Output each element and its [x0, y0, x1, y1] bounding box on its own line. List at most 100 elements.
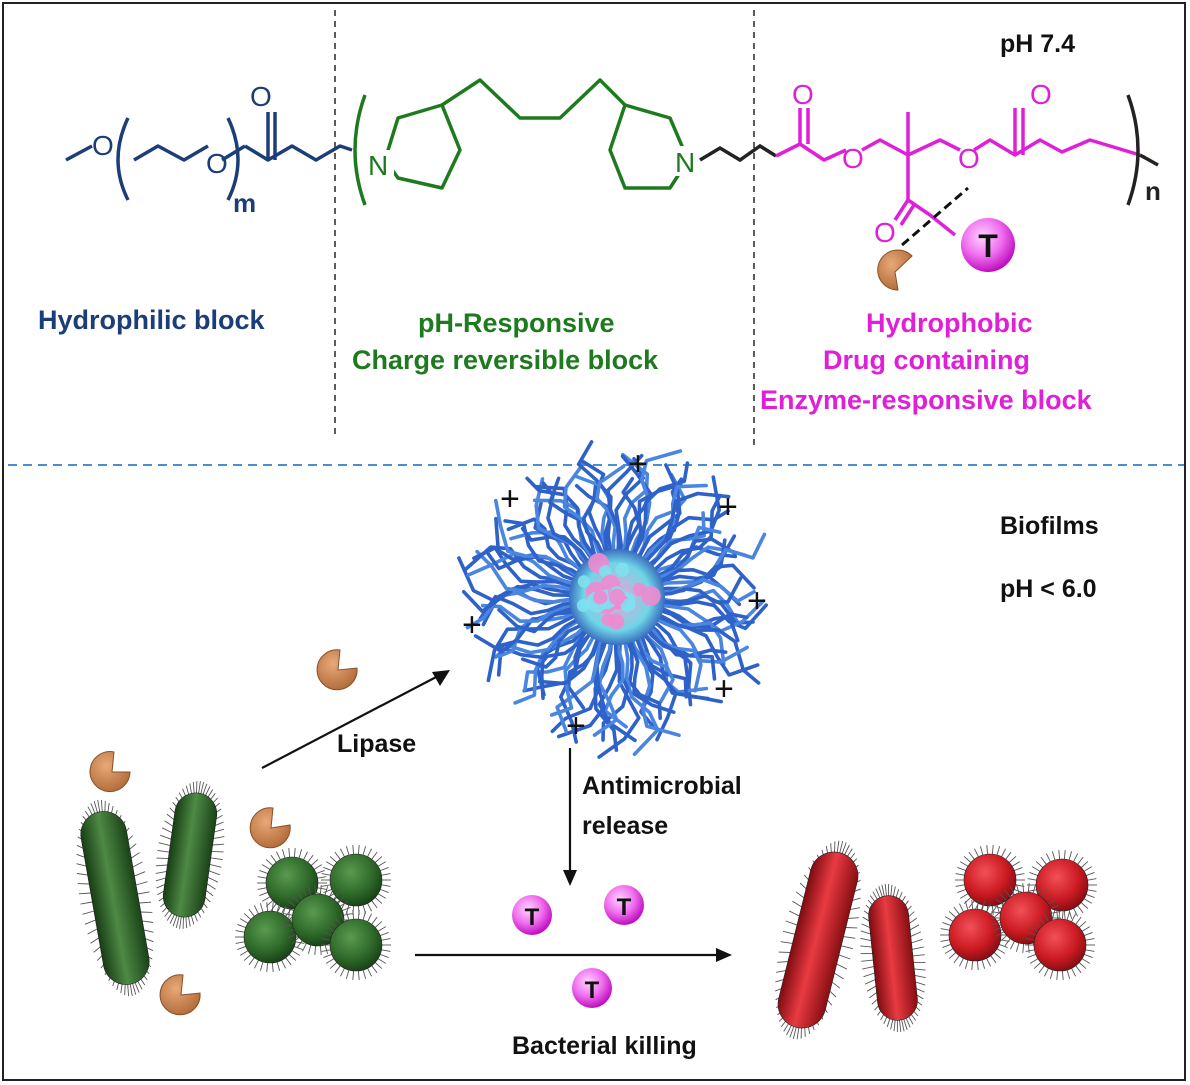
- bacteria-pilus: [93, 801, 98, 813]
- ester-oxygen-2: O: [842, 143, 864, 174]
- bacteria-pilus: [964, 959, 969, 969]
- bacteria-pilus: [1068, 851, 1073, 861]
- bacteria-pilus: [275, 851, 281, 860]
- charge-plus-7: +: [566, 707, 586, 745]
- micelle-arm: [555, 625, 608, 734]
- enzyme-icon-free-3: [249, 807, 291, 849]
- bacteria-pilus: [104, 800, 106, 813]
- bacteria-pilus: [1078, 962, 1087, 969]
- bacteria-pilus: [958, 958, 964, 967]
- bacteria-pilus: [345, 911, 350, 921]
- bacteria-pilus: [940, 928, 950, 931]
- bacteria-pilus: [841, 842, 847, 854]
- bacteria-pilus: [374, 856, 383, 863]
- bacteria-pilus: [1043, 968, 1049, 977]
- micelle-arm: [533, 501, 592, 571]
- bracket-right: [1126, 94, 1140, 206]
- bacteria-pilus: [90, 803, 96, 815]
- bacteria-pilus: [313, 864, 323, 870]
- coccus-bacterium: [243, 910, 297, 964]
- bacteria-pilus: [381, 884, 391, 887]
- label-hydrophobic-1: Hydrophobic: [866, 308, 1033, 338]
- bacteria-pilus: [1087, 889, 1097, 892]
- condition-ph-top: pH 7.4: [1000, 30, 1076, 58]
- bacteria-pilus: [1084, 953, 1093, 959]
- bacteria-pilus: [76, 873, 89, 876]
- bacteria-pilus: [1073, 908, 1079, 917]
- bacteria-pilus: [155, 864, 168, 867]
- bacteria-pilus: [321, 938, 331, 941]
- bacteria-pilus: [1047, 899, 1057, 905]
- bacteria-pilus: [1056, 910, 1059, 920]
- bacteria-pilus: [371, 900, 378, 909]
- bacteria-pilus: [329, 962, 338, 969]
- killing-arrow: [415, 948, 732, 962]
- bacteria-pilus: [235, 941, 245, 944]
- label-release-2: release: [582, 812, 669, 840]
- bacteria-pilus: [846, 917, 859, 919]
- bacteria-pilus: [986, 958, 992, 967]
- bacteria-pilus: [976, 900, 979, 910]
- bacteria-pilus: [890, 884, 893, 897]
- micelle-arm: [549, 634, 596, 717]
- bacteria-pilus: [367, 903, 373, 912]
- bacteria-pilus: [1040, 856, 1047, 865]
- bacteria-pilus: [913, 968, 926, 971]
- micelle-arm: [627, 449, 683, 561]
- bacteria-pilus: [80, 901, 93, 905]
- coccus-bacterium: [329, 853, 383, 907]
- bacteria-pilus: [285, 908, 292, 917]
- bacteria-pilus: [261, 896, 271, 902]
- enzyme-icon-free-1: [316, 649, 358, 691]
- bacteria-pilus: [1004, 938, 1011, 947]
- bacteria-pilus: [285, 906, 294, 912]
- enzyme-icon-free-4: [159, 974, 201, 1016]
- bacteria-pilus: [1077, 905, 1084, 914]
- bacteria-pilus: [87, 928, 99, 935]
- peg-oxygen-1: O: [92, 130, 114, 161]
- bacteria-pilus: [1086, 871, 1095, 877]
- bacteria-pilus: [210, 857, 223, 861]
- bacteria-pilus: [958, 903, 964, 912]
- bacteria-pilus: [202, 783, 208, 796]
- coccus-bacterium: [265, 856, 319, 910]
- bacteria-pilus: [843, 844, 850, 856]
- coccus-bacterium: [1033, 918, 1087, 972]
- bacteria-pilus: [1029, 926, 1039, 932]
- bacteria-pilus: [333, 891, 340, 900]
- bacteria-pilus: [999, 894, 1008, 901]
- bacteria-pilus: [1085, 949, 1095, 952]
- bacteria-pilus: [276, 903, 281, 913]
- bacteria-pilus: [321, 884, 331, 887]
- bacteria-pilus: [248, 957, 255, 966]
- bacteria-pilus: [296, 940, 303, 949]
- charge-plus-1: +: [628, 445, 648, 483]
- bacteria-pilus: [1049, 969, 1054, 979]
- micelle-core-bead: [620, 599, 634, 612]
- bacteria-pilus: [239, 918, 249, 924]
- charge-plus-5: +: [462, 606, 482, 644]
- bacteria-pilus: [963, 856, 972, 863]
- bacteria-pilus: [1027, 931, 1036, 937]
- ester-oxygen-3: O: [958, 143, 980, 174]
- bacteria-pilus: [381, 949, 391, 952]
- bacteria-pilus: [1001, 848, 1007, 857]
- micelle-arm: [627, 631, 681, 737]
- bacteria-pilus: [981, 901, 986, 911]
- bacteria-pilus: [342, 906, 351, 912]
- micelle-core-bead: [593, 590, 608, 605]
- bacteria-pilus: [285, 928, 294, 934]
- bacteria-pilus: [155, 870, 168, 874]
- bacteria-pilus: [288, 954, 297, 961]
- bacteria-pilus: [323, 931, 332, 937]
- bacteria-pilus: [352, 845, 355, 855]
- bacteria-pilus: [1073, 853, 1079, 862]
- bacteria-pilus: [1075, 916, 1082, 925]
- bacteria-pilus: [259, 891, 268, 897]
- bacteria-pilus: [380, 953, 389, 959]
- bacteria-pilus: [1041, 889, 1048, 898]
- label-lipase: Lipase: [337, 730, 417, 758]
- micelle-arm: [496, 616, 581, 677]
- bacteria-pilus: [986, 845, 989, 855]
- bacteria-pilus: [200, 781, 205, 794]
